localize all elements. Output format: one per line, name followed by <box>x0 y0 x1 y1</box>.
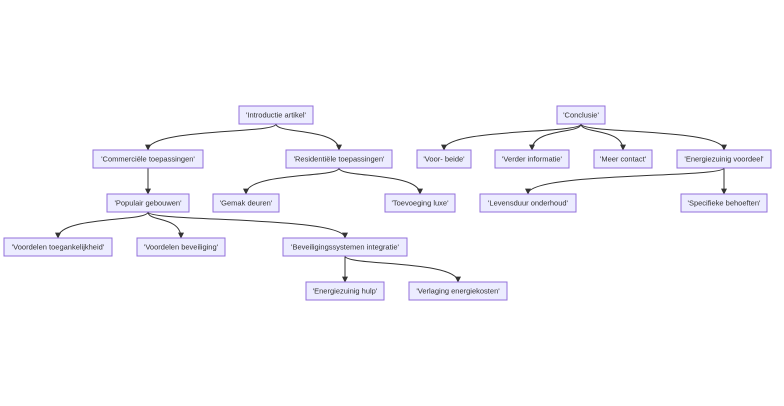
node-accessibility[interactable]: 'Voordelen toegankelijkheid' <box>3 237 113 257</box>
node-popular[interactable]: 'Populair gebouwen' <box>106 193 190 213</box>
node-comfort[interactable]: 'Gemak deuren' <box>212 193 280 213</box>
node-box <box>680 193 768 213</box>
node-security-integration[interactable]: 'Beveiligingssystemen integratie' <box>282 237 408 257</box>
node-conclusion[interactable]: 'Conclusie' <box>556 105 606 125</box>
edge-energy_advantage-to-lifespan <box>525 167 725 195</box>
edge-conclusion-to-more_info <box>529 123 582 151</box>
node-box <box>676 149 772 169</box>
node-luxury[interactable]: 'Toevoeging luxe' <box>384 193 456 213</box>
node-lifespan-label: 'Levensduur onderhoud' <box>488 199 569 208</box>
node-commercial-label: 'Commerciële toepassingen' <box>101 155 195 164</box>
node-box <box>479 193 577 213</box>
node-popular-label: 'Populair gebouwen' <box>114 199 182 208</box>
node-box <box>305 281 385 301</box>
node-residential-label: 'Residentiële toepassingen' <box>294 155 385 164</box>
node-box <box>556 105 606 125</box>
node-box <box>285 149 393 169</box>
node-both[interactable]: 'Voor- beide' <box>416 149 472 169</box>
node-box <box>408 281 508 301</box>
node-specific-needs-label: 'Specifieke behoeften' <box>688 199 761 208</box>
node-box <box>106 193 190 213</box>
node-more-info-label: 'Verder informatie' <box>502 155 563 164</box>
node-luxury-label: 'Toevoeging luxe' <box>391 199 449 208</box>
node-more-contact-label: 'Meer contact' <box>600 155 647 164</box>
node-energy-help-label: 'Energiezuinig hulp' <box>313 287 378 296</box>
node-box <box>494 149 570 169</box>
node-box <box>92 149 204 169</box>
node-residential[interactable]: 'Residentiële toepassingen' <box>285 149 393 169</box>
node-intro[interactable]: 'Introductie artikel' <box>238 105 314 125</box>
edge-security_integration-to-energy_costs <box>344 255 461 283</box>
node-specific-needs[interactable]: 'Specifieke behoeften' <box>680 193 768 213</box>
node-lifespan[interactable]: 'Levensduur onderhoud' <box>479 193 577 213</box>
node-both-label: 'Voor- beide' <box>423 155 465 164</box>
node-conclusion-label: 'Conclusie' <box>563 111 599 120</box>
edge-popular-to-security_benefits <box>147 211 184 239</box>
node-security-integration-label: 'Beveiligingssystemen integratie' <box>291 243 399 252</box>
node-box <box>384 193 456 213</box>
edge-conclusion-to-energy_advantage <box>580 123 727 151</box>
edge-layer <box>55 123 727 283</box>
node-layer: 'Introductie artikel' 'Commerciële toepa… <box>3 105 772 301</box>
edge-residential-to-luxury <box>338 167 423 195</box>
node-box <box>593 149 653 169</box>
edge-conclusion-to-both <box>441 123 582 151</box>
node-security-benefits-label: 'Voordelen beveiliging' <box>144 243 219 252</box>
node-energy-costs[interactable]: 'Verlaging energiekosten' <box>408 281 508 301</box>
node-box <box>282 237 408 257</box>
node-box <box>212 193 280 213</box>
node-energy-help[interactable]: 'Energiezuinig hulp' <box>305 281 385 301</box>
node-more-contact[interactable]: 'Meer contact' <box>593 149 653 169</box>
edge-popular-to-accessibility <box>55 211 149 239</box>
edge-residential-to-comfort <box>243 167 340 195</box>
node-energy-advantage[interactable]: 'Energiezuinig voordeel' <box>676 149 772 169</box>
node-intro-label: 'Introductie artikel' <box>246 111 307 120</box>
node-accessibility-label: 'Voordelen toegankelijkheid' <box>12 243 105 252</box>
node-box <box>238 105 314 125</box>
node-box <box>416 149 472 169</box>
node-box <box>136 237 226 257</box>
edge-intro-to-residential <box>275 123 342 151</box>
edge-intro-to-commercial <box>145 123 277 151</box>
edge-conclusion-to-more_contact <box>580 123 626 151</box>
node-commercial[interactable]: 'Commerciële toepassingen' <box>92 149 204 169</box>
node-energy-costs-label: 'Verlaging energiekosten' <box>416 287 500 296</box>
edge-popular-to-security_integration <box>147 211 348 239</box>
node-security-benefits[interactable]: 'Voordelen beveiliging' <box>136 237 226 257</box>
node-box <box>3 237 113 257</box>
node-comfort-label: 'Gemak deuren' <box>220 199 273 208</box>
node-energy-advantage-label: 'Energiezuinig voordeel' <box>684 155 764 164</box>
node-more-info[interactable]: 'Verder informatie' <box>494 149 570 169</box>
